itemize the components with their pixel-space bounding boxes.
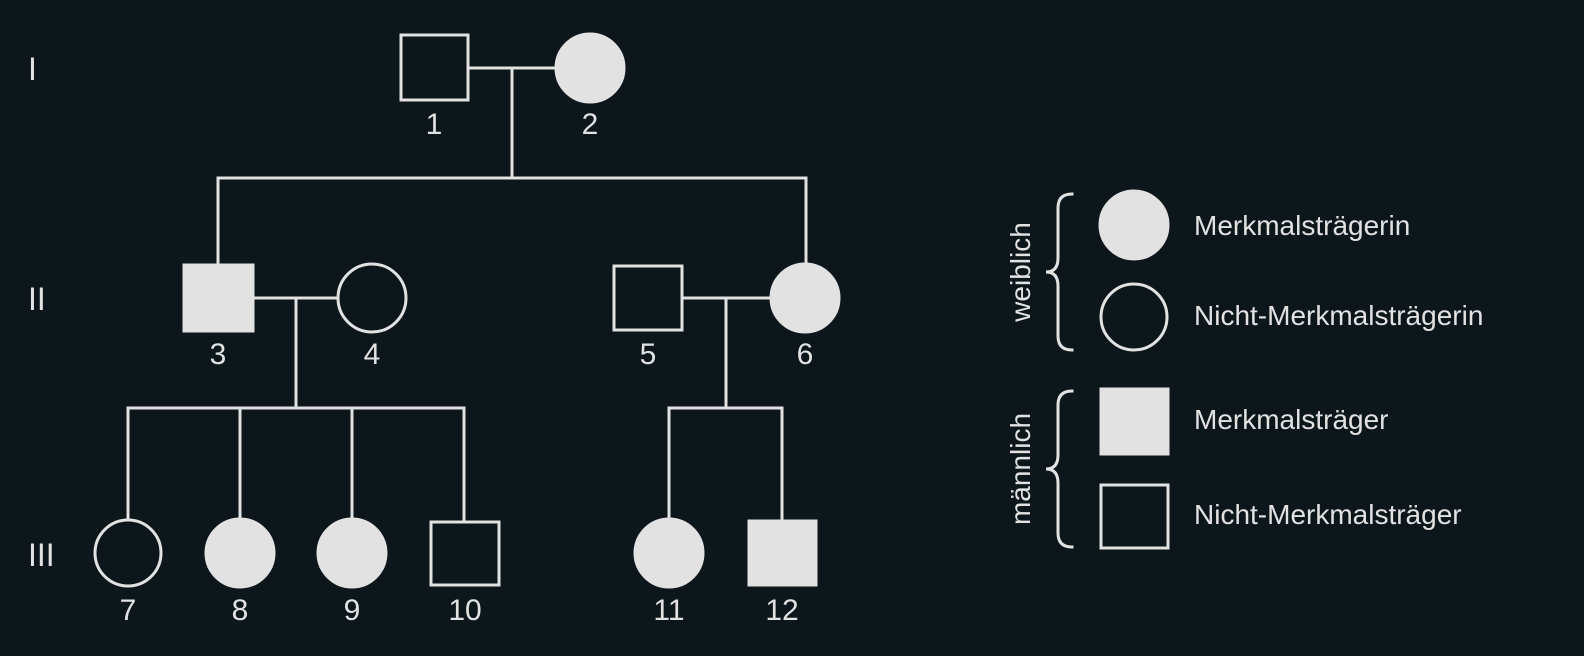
pedigree-lines bbox=[126, 66, 808, 522]
individual-12-label: 12 bbox=[765, 594, 798, 627]
individual-2-symbol bbox=[554, 32, 626, 104]
legend-group-female: weiblich bbox=[1005, 222, 1036, 323]
individual-2-label: 2 bbox=[582, 108, 599, 141]
individual-1-symbol bbox=[399, 33, 470, 102]
legend-male-affected-symbol bbox=[1099, 387, 1170, 456]
individual-12-symbol bbox=[747, 519, 818, 587]
generation-label-II: II bbox=[28, 281, 46, 317]
legend-female-unaffected-text: Nicht-Merkmalsträgerin bbox=[1194, 300, 1483, 331]
individual-11-symbol bbox=[633, 517, 705, 589]
legend-female-unaffected-symbol bbox=[1099, 282, 1169, 352]
individual-7-label: 7 bbox=[120, 594, 137, 627]
individual-6-symbol bbox=[769, 262, 841, 334]
individuals bbox=[93, 32, 841, 589]
individual-10-label: 10 bbox=[448, 594, 481, 627]
individual-7-symbol bbox=[93, 518, 163, 588]
legend-brace-male bbox=[1045, 389, 1074, 549]
legend-brace-female bbox=[1045, 192, 1074, 352]
individual-3-label: 3 bbox=[210, 338, 227, 371]
legend-female-affected-text: Merkmalsträgerin bbox=[1194, 210, 1410, 241]
generation-label-I: I bbox=[28, 51, 37, 87]
individual-8-symbol bbox=[204, 517, 276, 589]
individual-6-label: 6 bbox=[797, 338, 814, 371]
individual-5-symbol bbox=[612, 264, 684, 332]
legend-female-affected-symbol bbox=[1098, 189, 1170, 261]
individual-9-label: 9 bbox=[344, 594, 361, 627]
individual-labels: 1 2 3 4 5 6 7 8 9 10 11 12 bbox=[120, 108, 814, 627]
generation-label-III: III bbox=[28, 537, 55, 573]
individual-9-symbol bbox=[316, 517, 388, 589]
legend-group-male: männlich bbox=[1005, 413, 1036, 525]
individual-11-label: 11 bbox=[653, 594, 684, 627]
individual-3-symbol bbox=[182, 263, 255, 333]
individual-5-label: 5 bbox=[640, 338, 657, 371]
individual-4-label: 4 bbox=[364, 338, 381, 371]
individual-1-label: 1 bbox=[426, 108, 443, 141]
legend-male-unaffected-text: Nicht-Merkmalsträger bbox=[1194, 499, 1462, 530]
legend-male-affected-text: Merkmalsträger bbox=[1194, 404, 1388, 435]
legend: weiblich männlich Merkmalsträgerin Nicht… bbox=[1005, 189, 1483, 550]
legend-male-unaffected-symbol bbox=[1099, 483, 1170, 550]
individual-8-label: 8 bbox=[232, 594, 249, 627]
individual-4-symbol bbox=[336, 262, 408, 334]
individual-10-symbol bbox=[429, 520, 501, 587]
